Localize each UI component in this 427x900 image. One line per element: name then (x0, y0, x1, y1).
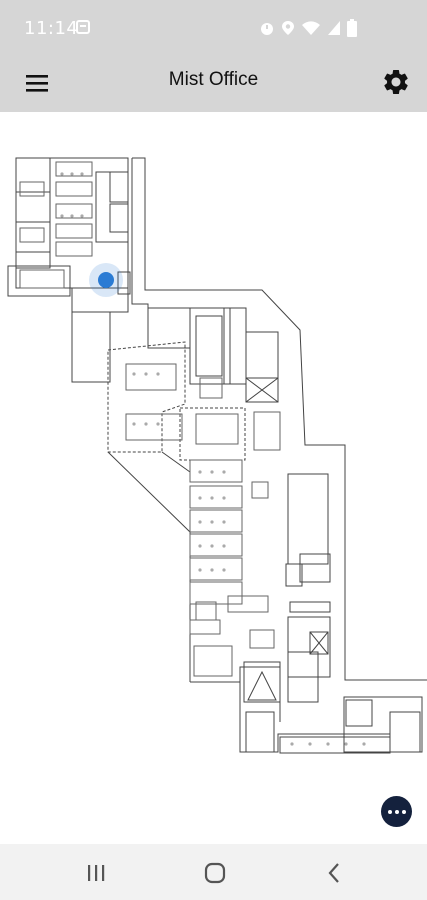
more-horizontal-icon (394, 809, 399, 814)
menu-icon[interactable] (24, 70, 52, 98)
gear-icon[interactable] (381, 67, 411, 97)
wifi-icon (302, 21, 320, 35)
app-bar: Mist Office (0, 56, 427, 112)
recent-apps-icon[interactable] (83, 860, 109, 886)
location-icon (282, 21, 294, 35)
status-bar: 11:14 (0, 0, 427, 56)
back-icon[interactable] (322, 860, 348, 886)
status-time: 11:14 (24, 18, 79, 39)
home-icon[interactable] (202, 860, 228, 886)
more-horizontal-icon (387, 809, 392, 814)
more-options-button[interactable] (381, 796, 412, 827)
battery-icon (347, 19, 357, 37)
message-icon (76, 20, 90, 34)
signal-icon (328, 21, 340, 35)
status-icons (259, 19, 357, 37)
alarm-icon (261, 23, 273, 35)
floor-map[interactable] (0, 112, 427, 844)
system-nav-bar (0, 844, 427, 900)
floor-plan-drawing (7, 157, 427, 754)
current-location-marker (98, 272, 114, 288)
page-title: Mist Office (168, 69, 259, 90)
more-horizontal-icon (401, 809, 406, 814)
